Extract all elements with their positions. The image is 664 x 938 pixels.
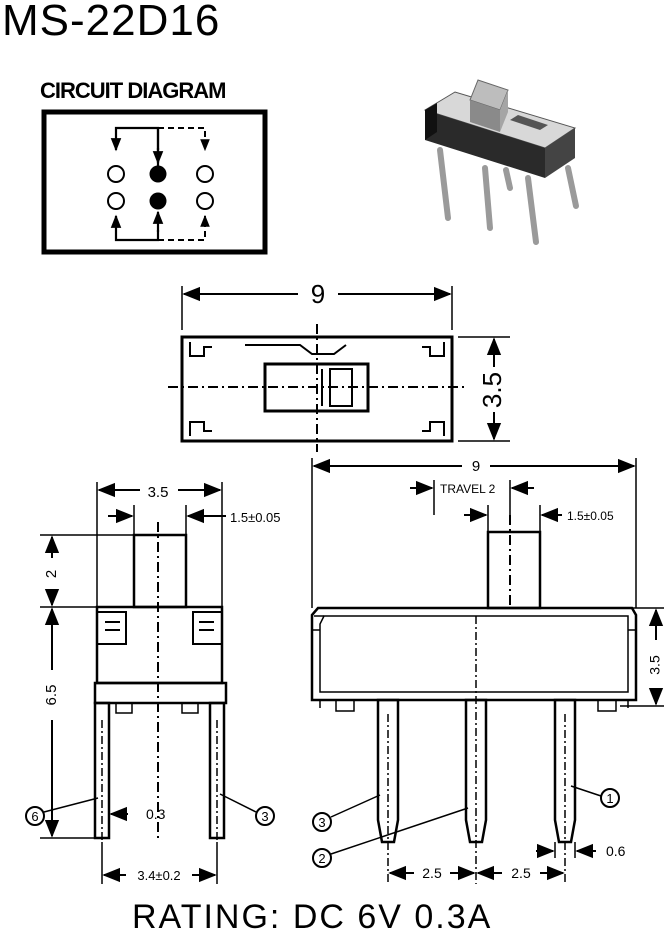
side-view-width-label: 3.5 [148,484,169,501]
pin-width-label: 0.6 [606,843,626,859]
pin-callout-3-side: 3 [261,809,268,824]
pin-callout-6: 6 [31,809,38,824]
front-view-height-label: 3.5 [647,655,663,675]
top-view [168,286,510,452]
circuit-diagram-label: CIRCUIT DIAGRAM [40,78,226,103]
travel-label: TRAVEL 2 [440,482,496,496]
side-view-body-height-label: 6.5 [43,685,60,706]
side-view-pin-spacing-label: 3.4±0.2 [137,868,180,883]
top-view-width-label: 9 [311,279,325,309]
pitch-right-label: 2.5 [511,865,531,881]
product-illustration [423,79,579,245]
side-view-pin-thickness-label: 0.3 [146,806,166,822]
part-number-title: MS-22D16 [2,0,221,45]
pin-callout-3-front: 3 [318,815,325,830]
front-view-width-label: 9 [472,458,480,475]
side-view-actuator-height-label: 2 [43,570,60,578]
pin-callout-1-front: 1 [606,791,613,806]
pitch-left-label: 2.5 [422,865,442,881]
side-view-tolerance-label: 1.5±0.05 [230,510,281,525]
front-view-tolerance-label: 1.5±0.05 [567,509,614,523]
side-view [25,482,275,884]
top-view-height-label: 3.5 [477,372,507,408]
circuit-diagram [41,109,268,255]
pin-callout-2-front: 2 [318,851,325,866]
front-view [310,458,664,884]
rating-label: RATING: DC 6V 0.3A [132,898,493,936]
